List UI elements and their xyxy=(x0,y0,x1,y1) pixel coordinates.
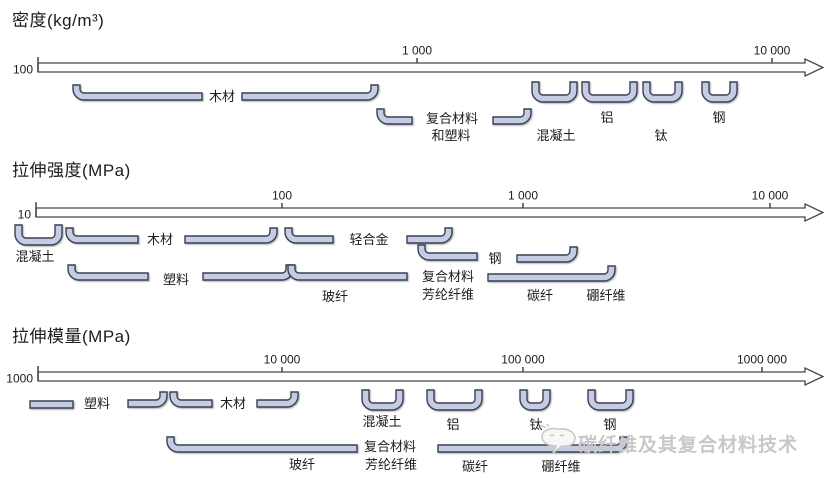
material-range-bracket xyxy=(127,391,168,408)
material-label: 钛 xyxy=(529,416,543,432)
material-range-bracket xyxy=(65,227,139,244)
material-label: 和塑料 xyxy=(431,127,471,143)
axis-tick-label: 10 000 xyxy=(753,43,791,58)
material-label: 碳纤 xyxy=(526,287,554,303)
material-label: 钢 xyxy=(712,109,726,125)
material-range-bracket xyxy=(256,391,299,408)
material-range-bracket xyxy=(587,389,634,411)
material-label: 混凝土 xyxy=(362,413,402,429)
material-label: 硼纤维 xyxy=(586,287,626,303)
material-label: 木材 xyxy=(219,395,247,411)
material-label: 复合材料 xyxy=(425,110,479,126)
material-label: 塑料 xyxy=(162,271,190,287)
material-range-bracket xyxy=(426,389,483,411)
axis-start-label: 1000 xyxy=(6,371,33,386)
axis-start-label: 10 xyxy=(17,207,31,222)
axis-start-label: 100 xyxy=(12,62,33,77)
material-label: 塑料 xyxy=(83,395,111,411)
material-range-bracket xyxy=(72,84,203,101)
material-range-bracket xyxy=(406,227,453,244)
material-range-bracket xyxy=(29,400,74,409)
material-label: 钢 xyxy=(603,416,617,432)
material-label: 芳纶纤维 xyxy=(364,456,418,472)
material-range-bracket xyxy=(581,81,638,103)
material-range-bracket xyxy=(437,436,628,453)
material-label: 轻合金 xyxy=(349,231,389,247)
log-axis-arrow xyxy=(35,202,825,223)
material-label: 木材 xyxy=(208,88,236,104)
axis-tick-label: 100 000 xyxy=(501,352,545,367)
material-label: 芳纶纤维 xyxy=(421,286,475,302)
material-range-bracket xyxy=(361,389,404,411)
axis-tick-label: 10 000 xyxy=(751,188,789,203)
section-title-tensile-strength: 拉伸强度(MPa) xyxy=(12,161,131,180)
material-label: 玻纤 xyxy=(321,288,349,304)
material-label: 钢 xyxy=(488,250,502,266)
section-title-density: 密度(kg/m³) xyxy=(12,11,105,30)
material-range-bracket xyxy=(492,108,532,125)
axis-tick-label: 1000 000 xyxy=(736,352,788,367)
material-label: 碳纤 xyxy=(461,458,489,474)
material-range-bracket xyxy=(169,391,213,408)
material-range-bracket xyxy=(516,246,578,263)
material-label: 木材 xyxy=(146,231,174,247)
material-range-bracket xyxy=(184,227,278,244)
axis-tick-label: 1 000 xyxy=(507,188,539,203)
material-range-bracket xyxy=(202,264,294,281)
material-range-bracket xyxy=(14,224,63,246)
material-label: 复合材料 xyxy=(363,438,417,454)
material-label: 钛 xyxy=(654,127,668,143)
material-label: 玻纤 xyxy=(288,456,316,472)
watermark-text: 碳纤维及其复合材料技术 xyxy=(578,435,799,456)
material-label: 铝 xyxy=(446,416,460,432)
log-axis-arrow xyxy=(37,57,825,78)
axis-tick-label: 10 000 xyxy=(263,352,301,367)
material-range-bracket xyxy=(531,81,578,103)
material-range-bracket xyxy=(487,265,616,282)
material-range-bracket xyxy=(166,436,358,453)
material-label: 混凝土 xyxy=(536,127,576,143)
material-range-bracket xyxy=(241,84,379,101)
material-label: 复合材料 xyxy=(421,268,475,284)
material-range-bracket xyxy=(519,389,551,411)
material-label: 铝 xyxy=(600,109,614,125)
material-range-bracket xyxy=(287,264,408,281)
log-axis-arrow xyxy=(37,366,825,387)
material-range-bracket xyxy=(417,244,478,261)
axis-tick-label: 100 xyxy=(271,188,293,203)
material-range-bracket xyxy=(376,108,413,125)
material-range-bracket xyxy=(284,227,334,244)
axis-tick-label: 1 000 xyxy=(401,43,433,58)
speech-bubble-icon xyxy=(539,424,576,454)
material-range-bracket xyxy=(701,81,738,103)
material-label: 硼纤维 xyxy=(541,458,581,474)
section-title-tensile-modulus: 拉伸模量(MPa) xyxy=(12,327,131,346)
material-label: 混凝土 xyxy=(15,248,55,264)
material-range-bracket xyxy=(642,81,683,103)
material-range-bracket xyxy=(67,264,149,281)
